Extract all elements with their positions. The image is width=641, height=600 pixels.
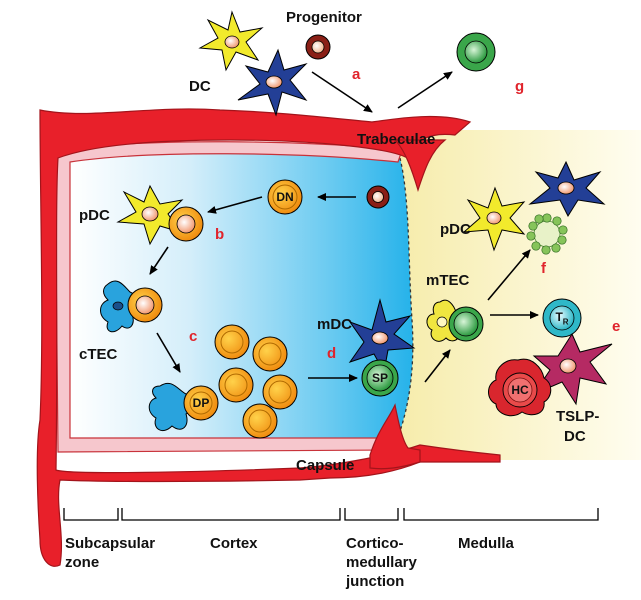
label-pdc-left: pDC <box>79 207 110 224</box>
zone-cmj-line2: medullary <box>346 554 417 571</box>
step-letter-c: c <box>189 328 198 345</box>
thymocyte-b1 <box>168 206 204 242</box>
zone-brackets <box>63 508 599 521</box>
label-tslp-dc-1: TSLP- <box>556 408 600 425</box>
label-progenitor: Progenitor <box>286 9 362 26</box>
thymocyte-mtec <box>448 306 484 342</box>
cell-label-tr-sub: R <box>562 317 569 327</box>
label-ctec: cTEC <box>79 346 118 363</box>
cell-label-sp: SP <box>371 371 388 385</box>
label-mtec: mTEC <box>426 272 470 289</box>
pdc-right <box>462 186 526 252</box>
capsule <box>36 108 501 567</box>
step-letter-g: g <box>515 78 525 95</box>
label-tslp-dc-2: DC <box>564 428 586 445</box>
cell-label-tr: TR <box>550 310 574 326</box>
zone-subcapsular-line1: Subcapsular <box>65 535 156 552</box>
zone-cortex: Cortex <box>210 535 258 552</box>
zone-cmj-line3: junction <box>346 573 405 590</box>
apoptotic-cell <box>526 213 568 255</box>
progenitor-cell-top <box>305 34 331 60</box>
cell-label-hc: HC <box>511 383 529 397</box>
hassalls-corpuscle <box>488 358 552 417</box>
capsule-bottom-processes <box>369 403 421 470</box>
label-pdc-right: pDC <box>440 221 471 238</box>
step-letter-e: e <box>612 318 621 335</box>
label-trabeculae: Trabeculae <box>357 131 436 148</box>
label-capsule: Capsule <box>296 457 355 474</box>
sp-thymocyte <box>361 359 399 397</box>
dc-yellow-top <box>198 10 264 72</box>
label-dc-top: DC <box>189 78 211 95</box>
zone-cmj-line1: Cortico- <box>346 535 404 552</box>
dn-thymocyte <box>267 179 303 215</box>
zone-subcapsular: Subcapsular zone <box>65 534 155 572</box>
zone-corticomedullary: Cortico- medullary junction <box>346 534 417 591</box>
dp-thymocyte-cluster <box>183 324 298 439</box>
step-letter-b: b <box>215 226 225 243</box>
dc-blue-medulla <box>528 160 606 218</box>
corticomedullary-boundary <box>394 157 414 446</box>
tslp-dc <box>532 332 613 406</box>
step-letter-a: a <box>352 66 361 83</box>
pdc-left <box>116 184 184 246</box>
thymocyte-b2 <box>127 287 163 323</box>
mdc-cell <box>348 298 416 374</box>
step-letter-f: f <box>541 260 546 277</box>
step-letter-d: d <box>327 345 337 362</box>
cell-label-dp: DP <box>192 396 210 410</box>
label-mdc: mDC <box>317 316 353 333</box>
cell-label-dn: DN <box>276 190 294 204</box>
cell-label-tr-main: T <box>555 310 563 324</box>
trabeculae <box>393 139 447 192</box>
dc-blue-top <box>237 48 308 117</box>
zone-medulla: Medulla <box>458 535 514 552</box>
subcapsular-layer <box>54 141 403 453</box>
zone-subcapsular-line2: zone <box>65 554 100 571</box>
progenitor-cell-entering <box>366 185 390 209</box>
treg-cell <box>542 298 582 338</box>
exiting-thymocyte-g <box>456 32 496 72</box>
ctec-upper <box>100 280 139 333</box>
migration-arrows <box>149 71 539 383</box>
